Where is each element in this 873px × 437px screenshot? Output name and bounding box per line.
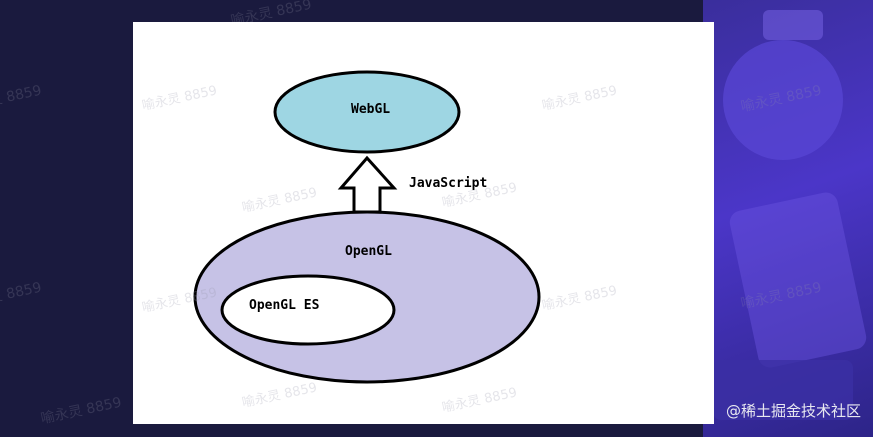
decor-shape — [723, 40, 843, 160]
up-arrow-icon — [337, 155, 398, 214]
background-decoration — [703, 0, 873, 437]
watermark: 喻永灵 8859 — [241, 380, 319, 411]
watermark: 喻永灵 8859 — [0, 279, 44, 313]
javascript-edge-label: JavaScript — [409, 176, 487, 191]
webgl-node — [273, 70, 461, 154]
opengl-es-label: OpenGL ES — [249, 298, 320, 313]
watermark: 喻永灵 8859 — [441, 385, 519, 416]
opengl-diagram: WebGL JavaScript OpenGL OpenGL ES 喻永灵 88… — [141, 70, 619, 416]
watermark: 喻永灵 8859 — [0, 82, 44, 116]
watermark: 喻永灵 8859 — [39, 394, 124, 428]
decor-shape — [713, 360, 853, 420]
diagram-slide: WebGL JavaScript OpenGL OpenGL ES 喻永灵 88… — [133, 22, 714, 424]
watermark: 喻永灵 8859 — [541, 83, 619, 114]
watermark: 喻永灵 8859 — [141, 83, 219, 114]
webgl-label: WebGL — [351, 102, 390, 117]
brand-watermark: @稀土掘金技术社区 — [725, 402, 861, 420]
decor-shape — [763, 10, 823, 40]
watermark: 喻永灵 8859 — [541, 283, 619, 314]
watermark: 喻永灵 8859 — [241, 185, 319, 216]
opengl-es-node — [220, 274, 396, 346]
opengl-label: OpenGL — [345, 244, 392, 259]
